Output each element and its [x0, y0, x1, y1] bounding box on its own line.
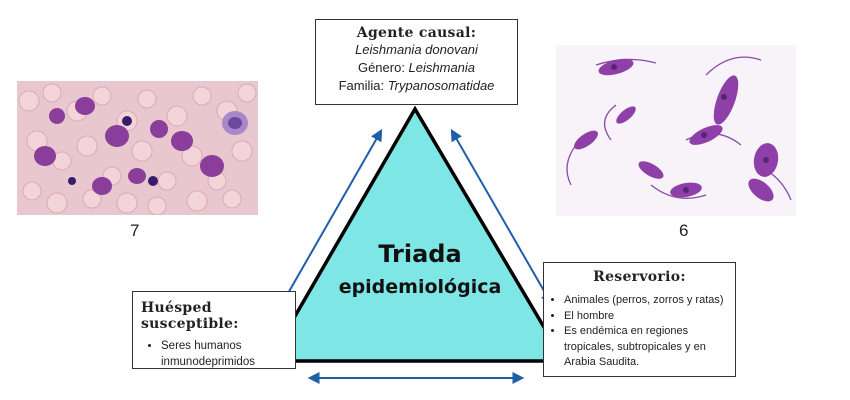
- triad-triangle: [265, 105, 568, 363]
- triad-title-line2: epidemiológica: [338, 276, 502, 298]
- reservoir-item: Animales (perros, zorros y ratas): [564, 293, 729, 309]
- causal-agent-species: Leishmania donovani: [355, 42, 478, 57]
- reservoir-item: El hombre: [564, 309, 729, 325]
- causal-agent-box: Agente causal: Leishmania donovani Géner…: [315, 19, 518, 105]
- reservoir-item: Es endémica en regiones tropicales, subt…: [564, 324, 729, 371]
- reservoir-box: Reservorio: Animales (perros, zorros y r…: [543, 262, 736, 377]
- left-image-number: 7: [130, 221, 140, 240]
- causal-agent-genus: Género: Leishmania: [357, 60, 476, 75]
- reservoir-title: Reservorio:: [593, 269, 686, 285]
- right-image-number: 6: [679, 221, 689, 240]
- host-item: Seres humanos inmunodeprimidos: [161, 338, 295, 370]
- arrow-agent-host: [281, 128, 383, 305]
- triad-title-line1: Triada: [378, 240, 462, 268]
- promastigote-image: [556, 45, 796, 216]
- blood-smear-image: [17, 81, 258, 215]
- causal-agent-family: Familia: Trypanosomatidae: [338, 78, 495, 93]
- arrow-agent-reservoir: [450, 128, 553, 306]
- causal-agent-title: Agente causal:: [356, 25, 477, 41]
- susceptible-host-title: Huésped susceptible:: [141, 300, 239, 332]
- susceptible-host-box: Huésped susceptible: Seres humanos inmun…: [132, 291, 296, 369]
